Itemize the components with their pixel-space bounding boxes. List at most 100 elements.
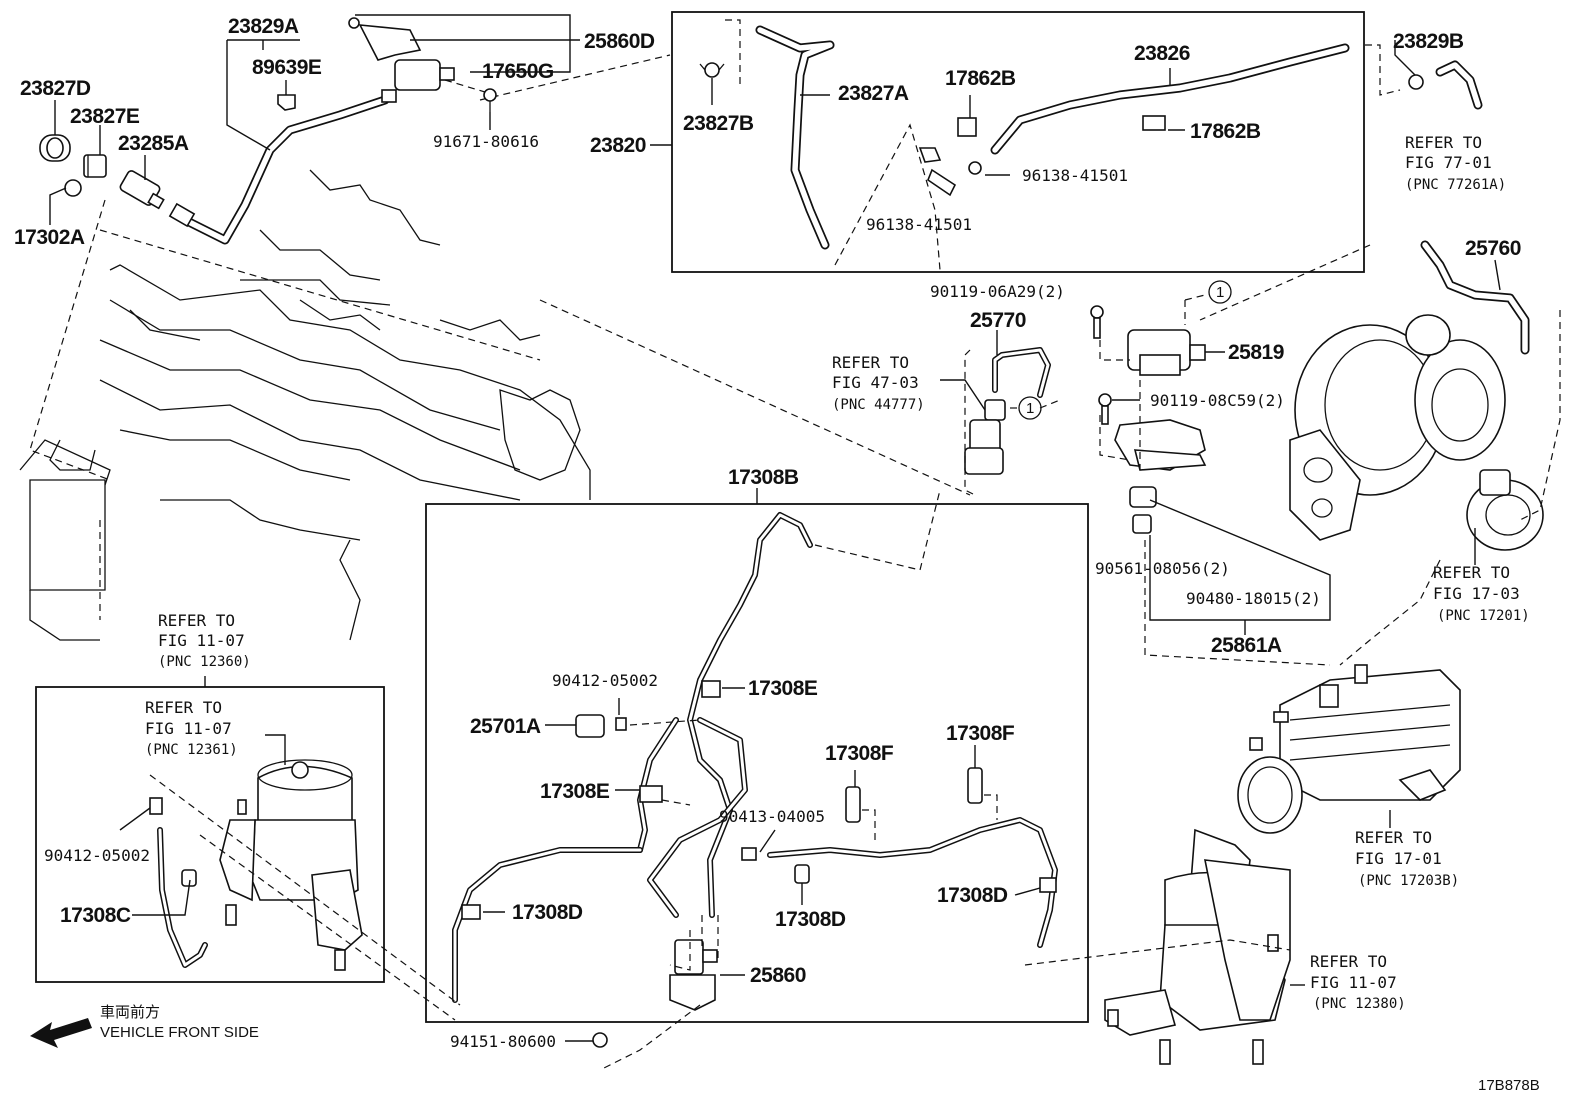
bolt-91671-80616 [483,88,497,112]
ref-77-line1: REFER TO [1405,133,1482,152]
label-25701A: 25701A [470,715,541,738]
ref-1107c-line2: FIG 11-07 [1310,973,1397,992]
label-17308E-b: 17308E [540,780,610,803]
label-90413-04005: 90413-04005 [719,807,825,826]
plug-90412-05002-left [149,797,163,815]
part-23827E [83,154,107,178]
label-25860: 25860 [750,964,806,987]
turbocharger [1289,314,1544,551]
box-17308B [425,503,1089,1023]
label-23829B: 23829B [1393,30,1464,53]
label-17862B-a: 17862B [945,67,1016,90]
callout-1-top-text: 1 [1216,284,1224,301]
bracket-25861A [1114,419,1207,471]
ref-1703-line3: (PNC 17201) [1437,608,1530,624]
ref-1107b-line1: REFER TO [145,698,222,717]
label-90480-18015: 90480-18015(2) [1186,589,1321,608]
label-23829A: 23829A [228,15,299,38]
hose-23827A [755,25,835,250]
part-17302A [64,179,82,197]
label-23820: 23820 [590,134,646,157]
ref-1701-line2: FIG 17-01 [1355,849,1442,868]
engine-mount-right [1104,828,1291,1065]
clamp-96138-41501-a [968,161,982,175]
figure-code: 17B878B [1478,1077,1540,1094]
plug-90412-05002 [615,717,627,731]
hose-23829A [168,95,390,245]
label-25819: 25819 [1228,341,1284,364]
ref-1107c-line3: (PNC 12380) [1313,996,1406,1012]
intercooler-assembly [1237,664,1461,834]
clip-17308F-b [967,767,983,804]
label-17308B: 17308B [728,466,799,489]
vehicle-front-jp: 車両前方 [100,1004,160,1021]
label-23827A: 23827A [838,82,909,105]
ref-1701-line3: (PNC 17203B) [1358,873,1459,889]
label-17862B-b: 17862B [1190,120,1261,143]
ref-1701-line1: REFER TO [1355,828,1432,847]
hose-23826 [990,43,1350,155]
ref-1703-line1: REFER TO [1433,563,1510,582]
label-23827E: 23827E [70,105,140,128]
clip-17862B-b [1142,115,1166,131]
engine-block-sketch [19,169,591,641]
vehicle-front-arrow-icon [30,1018,92,1048]
dash-engine-top [99,229,541,361]
nut-94151-80600 [592,1032,608,1048]
clip-17308E-a [701,680,721,698]
clip-17862B-a [957,117,977,137]
label-25860D: 25860D [584,30,655,53]
label-90119-06A29: 90119-06A29(2) [930,282,1065,301]
clip-17308D-c [1039,877,1057,893]
ref-1107c-line1: REFER TO [1310,952,1387,971]
callout-1-mid-text: 1 [1026,400,1034,417]
label-96138-41501-b: 96138-41501 [866,215,972,234]
vehicle-front-en: VEHICLE FRONT SIDE [100,1024,259,1041]
ref-77-line3: (PNC 77261A) [1405,177,1506,193]
label-25861A: 25861A [1211,634,1282,657]
label-17308D-b: 17308D [775,908,846,931]
callout-circle-1-top [1208,280,1232,304]
label-90412-05002-a: 90412-05002 [552,671,658,690]
bolt-90119-06A29 [1090,305,1104,339]
label-90412-05002-b: 90412-05002 [44,846,150,865]
clip-17308F-a [845,786,861,823]
ref-1107b-line2: FIG 11-07 [145,719,232,738]
label-23826: 23826 [1134,42,1190,65]
label-17308D-a: 17308D [512,901,583,924]
pipe-25770 [964,347,1051,475]
ref-1703-line2: FIG 17-03 [1433,584,1520,603]
label-17650G: 17650G [482,60,554,83]
actuator-25819 [1127,329,1206,376]
label-90561-08056: 90561-08056(2) [1095,559,1230,578]
vsv-25860 [669,939,718,1011]
box-engine-mount-left [35,686,385,983]
box-23820 [671,11,1365,273]
hose-17308C [157,827,208,968]
clip-17308D-b [794,864,810,884]
hose-25760 [1420,240,1530,355]
part-25860D [348,17,422,61]
ref-47-line1: REFER TO [832,353,909,372]
label-89639E: 89639E [252,56,322,79]
part-23285A [119,170,165,210]
clip-17308D-a [461,904,481,920]
ref-1107b-line3: (PNC 12361) [145,742,238,758]
clip-23827B [699,62,725,78]
label-96138-41501-a: 96138-41501 [1022,166,1128,185]
clamp-96138-41501-b [918,147,957,197]
part-23827D [39,134,71,162]
label-17308C: 17308C [60,904,131,927]
label-23827B: 23827B [683,112,754,135]
label-23285A: 23285A [118,132,189,155]
label-17308F-a: 17308F [825,742,894,765]
ref-77-line2: FIG 77-01 [1405,153,1492,172]
part-89639E [277,94,296,111]
dash-to-23820 [479,54,671,101]
label-17302A: 17302A [14,226,85,249]
ref-47-line2: FIG 47-03 [832,373,919,392]
label-17308D-c: 17308D [937,884,1008,907]
engine-mount-left [219,759,363,971]
label-25770: 25770 [970,309,1026,332]
